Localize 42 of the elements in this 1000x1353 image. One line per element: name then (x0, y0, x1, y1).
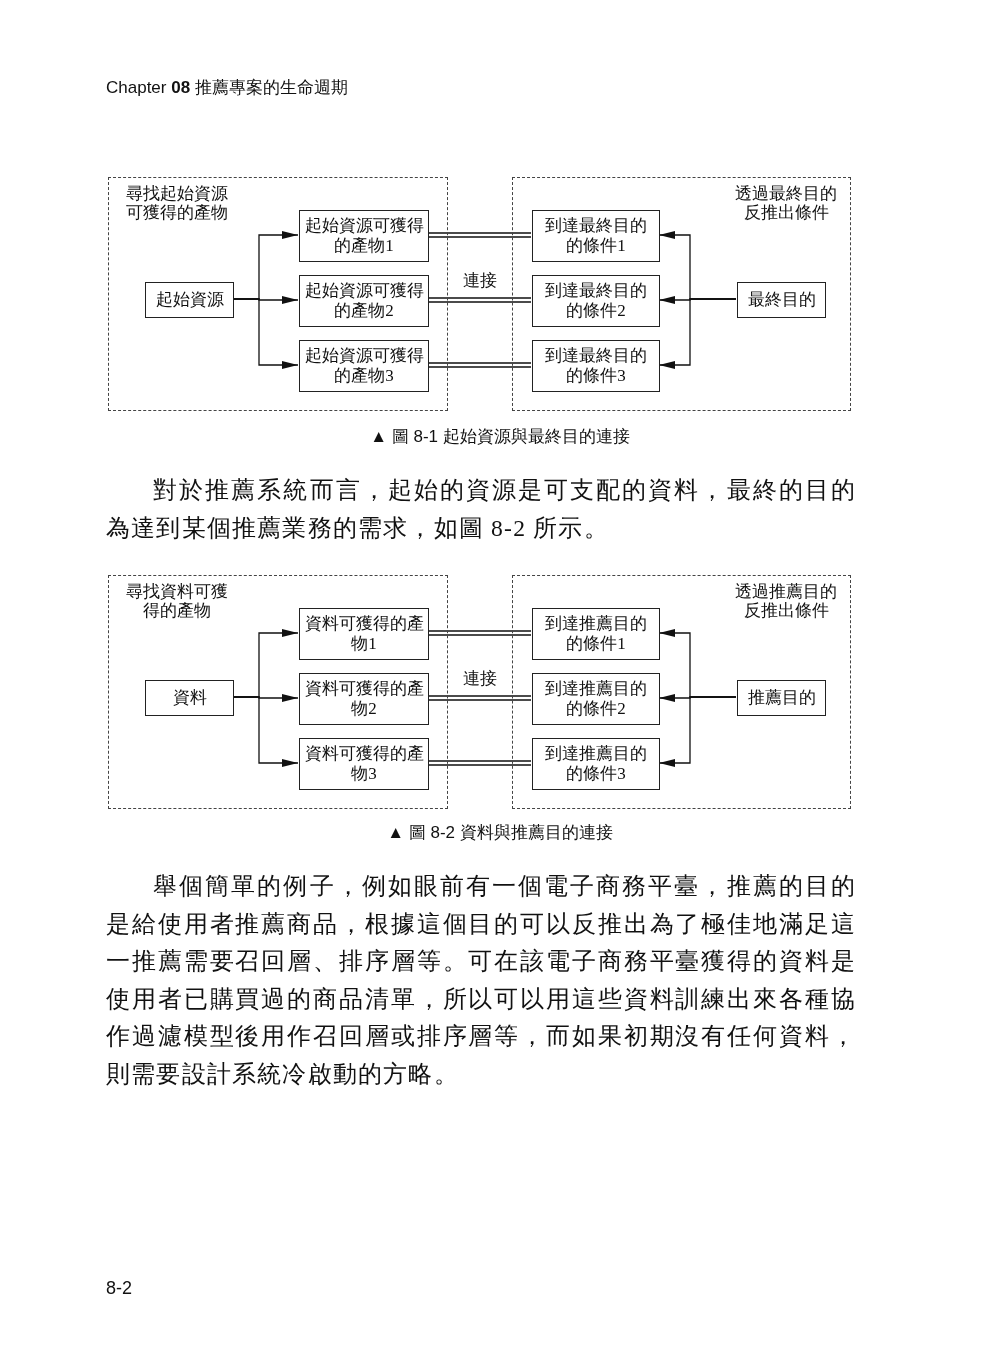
edge-label: 連接 (460, 669, 499, 688)
process-box: 到達推薦目的的條件2 (532, 673, 660, 725)
process-box: 到達最終目的的條件3 (532, 340, 660, 392)
process-box: 到達最終目的的條件1 (532, 210, 660, 262)
process-box: 到達推薦目的的條件1 (532, 608, 660, 660)
process-box: 資料可獲得的產物2 (299, 673, 429, 725)
process-box: 起始資源 (145, 282, 234, 318)
group-heading: 透過推薦目的反推出條件 (734, 582, 838, 620)
dashed-group-frame (512, 575, 851, 809)
dashed-group-frame (512, 177, 851, 411)
group-heading: 透過最終目的反推出條件 (734, 184, 838, 222)
arrow (232, 298, 299, 369)
figure-caption: ▲ 圖 8-1 起始資源與最終目的連接 (370, 427, 630, 446)
body-paragraph: 對於推薦系統而言，起始的資源是可支配的資料，最終的目的為達到某個推薦業務的需求，如圖 8-2 所示。 (106, 477, 856, 541)
double-line-connector (427, 362, 532, 368)
process-box: 推薦目的 (737, 680, 826, 716)
process-box: 到達推薦目的的條件3 (532, 738, 660, 790)
process-box: 起始資源可獲得的產物1 (299, 210, 429, 262)
process-box: 到達最終目的的條件2 (532, 275, 660, 327)
running-header: Chapter 08 推薦專案的生命週期 (106, 78, 348, 97)
page-number: 8-2 (106, 1278, 132, 1298)
double-line-connector (427, 760, 532, 766)
dashed-group-frame (108, 177, 448, 411)
double-line-connector (427, 695, 532, 701)
double-line-connector (427, 297, 532, 303)
dashed-group-frame (108, 575, 448, 809)
process-box: 起始資源可獲得的產物2 (299, 275, 429, 327)
group-heading: 尋找起始資源可獲得的產物 (125, 184, 229, 222)
arrow (232, 696, 299, 767)
process-box: 資料 (145, 680, 234, 716)
body-paragraph: 舉個簡單的例子，例如眼前有一個電子商務平臺，推薦的目的是給使用者推薦商品，根據這個目的可以反推出為了極佳地滿足這一推薦需要召回層、排序層等。可在該電子商務平臺獲得的資料是使用者已購買過的商品清單，所以可以用這些資料訓練出來各種協作過濾模型後用作召回層或排序層等，而如果初期沒有任何資料，則需要設計系統冷啟動的方略。 (106, 873, 856, 1087)
process-box: 資料可獲得的產物3 (299, 738, 429, 790)
process-box: 起始資源可獲得的產物3 (299, 340, 429, 392)
process-box: 資料可獲得的產物1 (299, 608, 429, 660)
arrow (658, 298, 737, 369)
figure-caption: ▲ 圖 8-2 資料與推薦目的連接 (387, 823, 613, 842)
double-line-connector (427, 232, 532, 238)
double-line-connector (427, 630, 532, 636)
arrow (658, 696, 737, 767)
process-box: 最終目的 (737, 282, 826, 318)
group-heading: 尋找資料可獲得的產物 (125, 582, 229, 620)
edge-label: 連接 (460, 271, 499, 290)
